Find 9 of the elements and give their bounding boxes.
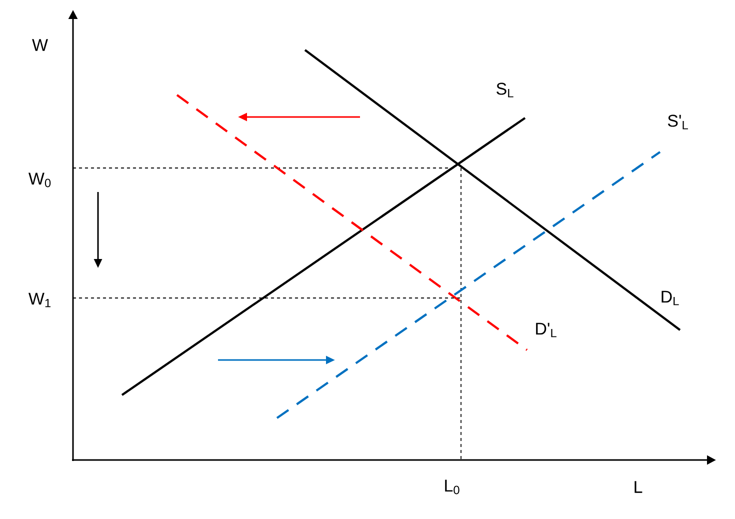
curve-label: S'$_{L}$ (668, 114, 688, 130)
tick-label: L$_{0}$ (445, 480, 460, 494)
axis-label: W (32, 39, 48, 51)
curve-label: D$_{L}$ (662, 290, 679, 306)
curve-label: D'$_{L}$ (536, 322, 556, 338)
axis-label: L (634, 481, 642, 493)
curve-label: S$_{L}$ (496, 82, 514, 98)
tick-label: W$_{1}$ (28, 292, 50, 308)
tick-label: W$_{0}$ (28, 172, 51, 188)
